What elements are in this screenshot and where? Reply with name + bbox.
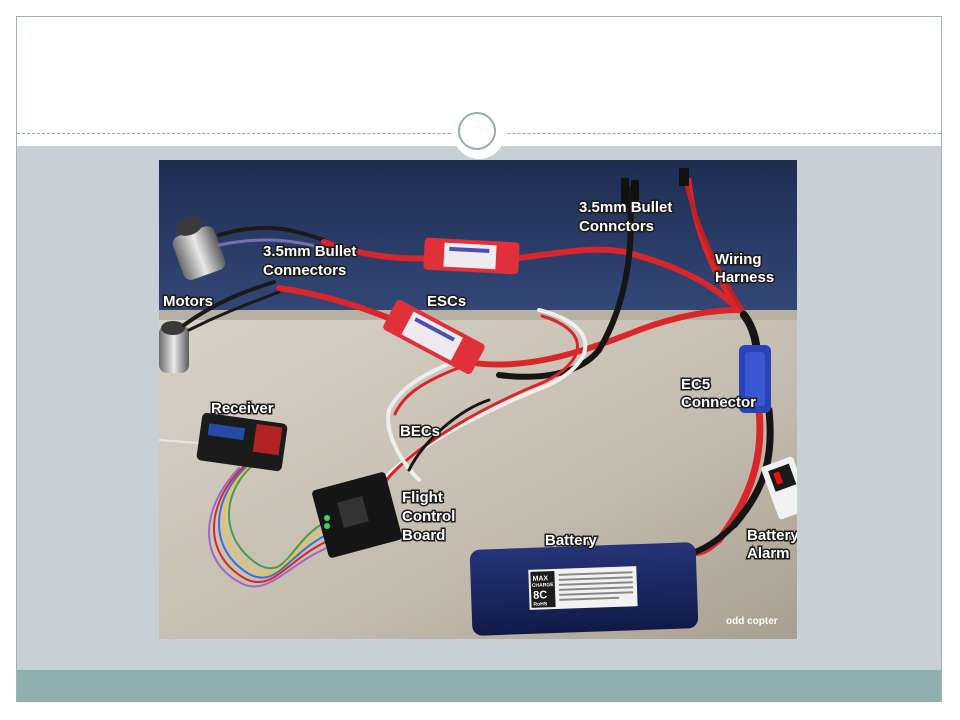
receiver-wires (159, 439, 338, 588)
label-receiver: Receiver (211, 400, 274, 417)
table-edge (159, 310, 797, 320)
label-wiring-1: Wiring (715, 251, 762, 268)
battery-rate: 8C (533, 589, 548, 601)
label-becs: BECs (400, 423, 440, 440)
quadcopter-wiring-photo[interactable]: MAX CHARGE 8C RoHS 3.5mm Bullet Connecto… (159, 160, 797, 639)
circle-ornament (453, 107, 505, 159)
label-flight-1: Flight (402, 489, 443, 506)
battery-pack: MAX CHARGE 8C RoHS (469, 542, 699, 636)
motor-top (172, 216, 226, 280)
watermark: odd copter (726, 616, 778, 627)
label-ec5-2: Connector (681, 394, 756, 411)
bullet-connectors-right (621, 168, 689, 208)
ec5-connector (739, 345, 771, 413)
esc-bottom (383, 299, 485, 375)
label-bullet-left-2: Connectors (263, 262, 346, 279)
receiver (196, 412, 288, 472)
label-escs: ESCs (427, 293, 466, 310)
motor-bottom (159, 321, 189, 373)
label-battery: Battery (545, 532, 597, 549)
label-motors: Motors (163, 293, 213, 310)
label-bullet-left-1: 3.5mm Bullet (263, 243, 356, 260)
label-wiring-2: Harness (715, 269, 774, 286)
footer-band (17, 670, 941, 702)
label-alarm-1: Battery (747, 527, 797, 544)
battery-brand-line2: CHARGE (532, 582, 555, 589)
battery-brand-line1: MAX (533, 575, 549, 583)
flight-control-board (312, 472, 402, 558)
battery-alarm (761, 456, 797, 520)
label-flight-2: Control (402, 508, 455, 525)
label-ec5-1: EC5 (681, 376, 710, 393)
motor-wires (182, 225, 326, 332)
label-flight-3: Board (402, 527, 445, 544)
label-alarm-2: Alarm (747, 545, 790, 562)
label-bullet-right-1: 3.5mm Bullet (579, 199, 672, 216)
servo-becs-wires (372, 308, 588, 497)
esc-top (423, 237, 520, 275)
label-bullet-right-2: Connctors (579, 218, 654, 235)
battery-rohs: RoHS (533, 601, 547, 607)
